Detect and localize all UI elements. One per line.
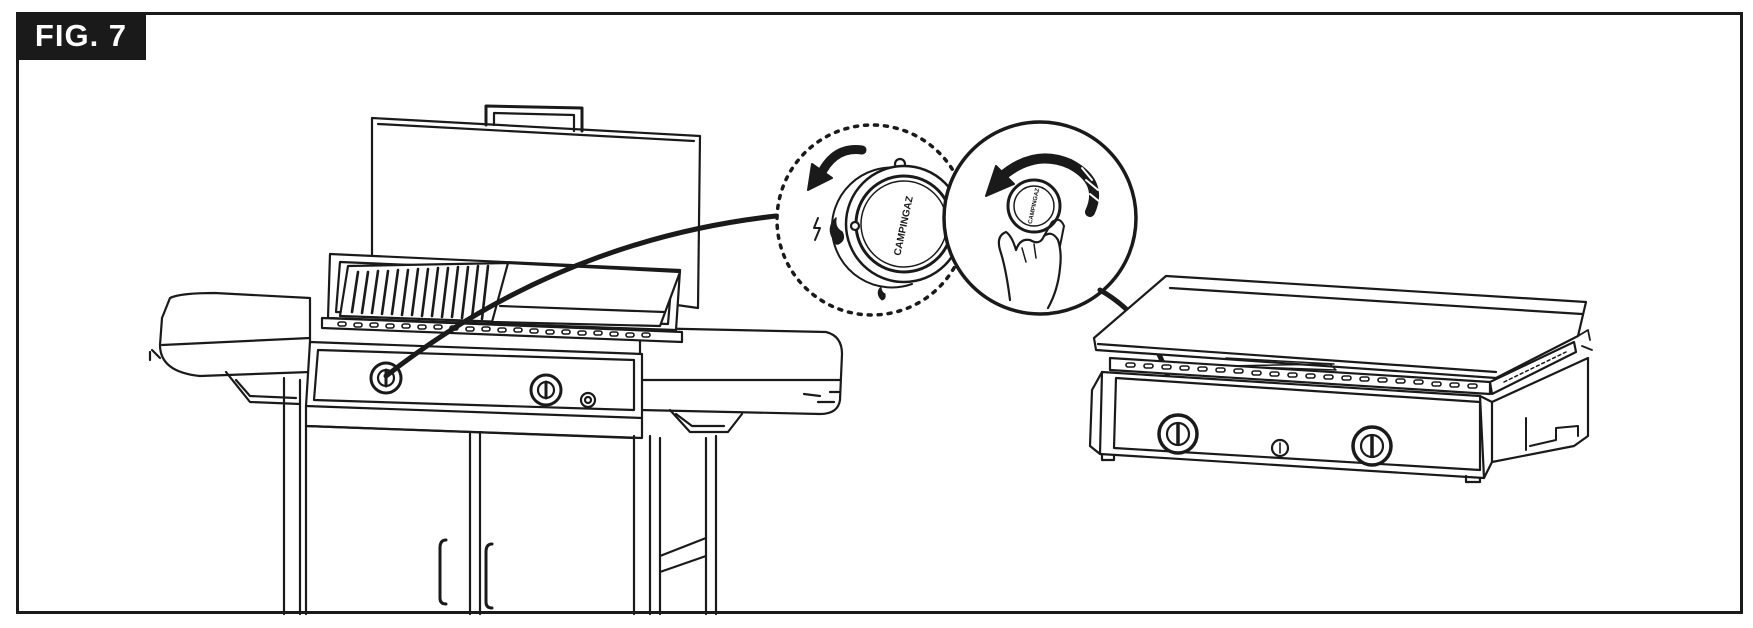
hand-turning-knob-icon <box>995 153 1099 217</box>
hand-turning-knob-detail: CAMPINGAZ <box>942 120 1138 316</box>
flame-icon-small <box>877 286 886 301</box>
plancha-left-knob <box>1157 413 1199 455</box>
grill-igniter-button <box>579 391 597 409</box>
plancha-igniter-button <box>1270 438 1290 458</box>
plancha-right-knob <box>1351 425 1393 467</box>
grill-right-knob <box>529 373 563 407</box>
spark-icon <box>813 217 821 241</box>
knob-dial-detail: CAMPINGAZ <box>775 123 969 317</box>
flame-icon-large <box>829 217 845 245</box>
tabletop-plancha <box>1088 274 1593 484</box>
grill-with-cart <box>148 104 844 616</box>
figure-label: FIG. 7 <box>16 12 146 60</box>
leader-line-left <box>383 213 779 379</box>
